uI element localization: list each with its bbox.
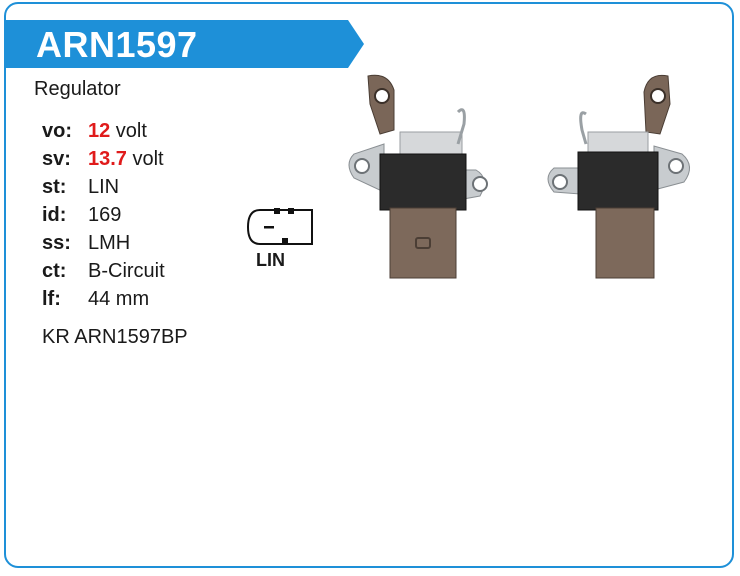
title-banner: ARN1597 <box>6 20 366 68</box>
connector-plug-icon <box>246 208 313 245</box>
spec-unit: volt <box>110 120 147 142</box>
spec-list: vo: 12 volt sv: 13.7 volt st: LIN id: 169 ss… <box>42 120 165 316</box>
spec-key: st: <box>42 176 67 198</box>
regulator-front-photo <box>348 74 488 279</box>
connector-label: LIN <box>256 250 285 270</box>
regulator-back-photo <box>547 74 690 279</box>
spec-row-lf: lf: 44 mm <box>42 288 165 316</box>
spec-unit: volt <box>126 148 164 170</box>
spec-key: vo: <box>42 120 72 142</box>
spec-value: 13.7 <box>88 148 127 170</box>
spec-row-id: id: 169 <box>42 204 165 232</box>
spec-key: lf: <box>42 288 61 310</box>
spec-row-vo: vo: 12 volt <box>42 120 165 148</box>
spec-row-st: st: LIN <box>42 176 165 204</box>
page-title: ARN1597 <box>36 24 198 65</box>
product-card: ARN1597 Regulator vo: 12 volt sv: 13.7 vol… <box>4 2 734 568</box>
spec-value: 169 <box>88 204 122 226</box>
part-number: KR ARN1597BP <box>42 326 188 348</box>
product-type: Regulator <box>34 78 121 100</box>
spec-value: 44 mm <box>88 288 150 310</box>
title-banner-shape <box>6 20 364 68</box>
spec-value: LIN <box>88 176 120 198</box>
spec-row-ss: ss: LMH <box>42 232 165 260</box>
spec-value: LMH <box>88 232 131 254</box>
spec-key: ct: <box>42 260 67 282</box>
spec-key: ss: <box>42 232 71 254</box>
spec-row-ct: ct: B-Circuit <box>42 260 165 288</box>
spec-key: sv: <box>42 148 71 170</box>
spec-value: B-Circuit <box>88 260 165 282</box>
spec-value: 12 <box>88 120 111 142</box>
spec-key: id: <box>42 204 67 226</box>
spec-row-sv: sv: 13.7 volt <box>42 148 165 176</box>
